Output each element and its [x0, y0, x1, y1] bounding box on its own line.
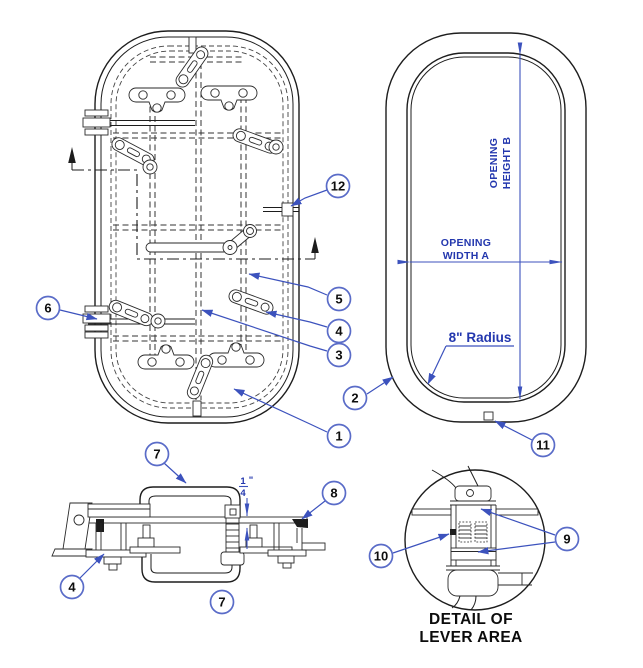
- callout-number: 6: [44, 301, 51, 316]
- callout-7: 7: [144, 441, 187, 484]
- retainer-pin: [263, 202, 299, 217]
- callout-3: 3: [201, 309, 352, 368]
- callout-leader-arrow-icon: [290, 189, 328, 207]
- callout-number: 2: [351, 391, 358, 406]
- callout-7: 7: [209, 589, 235, 615]
- callout-number: 11: [536, 438, 550, 453]
- radius-label: 8" Radius: [449, 330, 512, 345]
- door-front-view: [68, 30, 319, 424]
- mid-right-dog-bolt: [239, 524, 293, 554]
- callout-balloon: [326, 342, 352, 368]
- callout-balloon: [342, 385, 368, 411]
- section-arrow-icon: [311, 237, 319, 253]
- grab-handle-bottom: [141, 554, 241, 583]
- callout-balloon: [325, 173, 351, 199]
- callout-leader-arrow-icon: [301, 500, 326, 520]
- callout-leader-arrow-icon: [480, 508, 556, 536]
- callout-12: 12: [290, 173, 351, 207]
- operating-handle: [145, 224, 257, 255]
- opening-height-label: HEIGHT B: [501, 137, 513, 190]
- callout-1: 1: [233, 388, 352, 449]
- callout-balloon: [326, 423, 352, 449]
- callout-leader-arrow-icon: [477, 541, 556, 555]
- lever-springs: [450, 521, 488, 543]
- door-section-view: 1 4 ": [51, 475, 326, 583]
- section-arrow-icon: [68, 147, 76, 163]
- detail-caption: LEVER AREA: [419, 629, 522, 646]
- detail-circle: [404, 469, 546, 611]
- callout-leader-arrow-icon: [233, 388, 328, 433]
- callout-balloon: [35, 295, 61, 321]
- section-cut-line: [68, 147, 319, 260]
- gap-numerator: 1: [240, 476, 246, 487]
- callout-6: 6: [35, 295, 98, 321]
- callout-number: 7: [218, 595, 225, 610]
- detail-caption: DETAIL OF: [429, 611, 513, 628]
- callout-balloon: [144, 441, 170, 467]
- center-lever-shaft: [220, 504, 245, 566]
- callout-leader-arrow-icon: [265, 310, 328, 328]
- callout-2: 2: [342, 376, 394, 411]
- hinge-lug-section: [51, 502, 151, 557]
- callout-leader-arrow-icon: [494, 420, 533, 441]
- callout-4: 4: [265, 310, 352, 344]
- callout-number: 8: [330, 486, 337, 501]
- callout-5: 5: [248, 272, 352, 312]
- callout-number: 5: [335, 292, 342, 307]
- callout-leader-arrow-icon: [163, 462, 187, 484]
- callout-10: 10: [368, 533, 450, 569]
- grab-handle-top: [139, 486, 241, 517]
- callout-leader-arrow-icon: [392, 533, 450, 554]
- callout-number: 12: [331, 179, 345, 194]
- mid-left-dog-bolt: [129, 524, 181, 554]
- callout-leader-arrow-icon: [366, 376, 394, 395]
- stiffener-dashed-lines: [113, 56, 282, 400]
- callout-number: 1: [335, 429, 342, 444]
- callout-balloon: [554, 526, 580, 552]
- gasket-knife-edge: [267, 519, 326, 569]
- callout-balloon: [59, 574, 85, 600]
- opening-width-dimension: OPENING WIDTH A: [397, 237, 563, 265]
- callout-balloon: [209, 589, 235, 615]
- dog-levers: [106, 36, 284, 417]
- drain-plug: [483, 411, 494, 421]
- callout-balloon: [321, 480, 347, 506]
- callout-11: 11: [494, 420, 556, 458]
- callout-number: 9: [563, 532, 570, 547]
- left-dog-bolt: [85, 523, 147, 571]
- opening-width-label: OPENING: [441, 237, 492, 249]
- opening-width-label: WIDTH A: [443, 250, 490, 262]
- frame-opening-view: OPENING HEIGHT B OPENING WIDTH A 8" Radi…: [385, 32, 587, 423]
- callout-9: 9: [477, 508, 580, 555]
- gap-denominator: 4: [240, 488, 246, 499]
- callout-balloon: [368, 543, 394, 569]
- radius-note: 8" Radius: [427, 330, 514, 385]
- hinge-top: [82, 109, 195, 136]
- opening-height-label: OPENING: [488, 138, 500, 189]
- callout-number: 4: [68, 580, 76, 595]
- callout-8: 8: [301, 480, 347, 520]
- callout-number: 7: [153, 447, 160, 462]
- gap-dimension: 1 4 ": [239, 475, 253, 549]
- callout-4: 4: [59, 553, 105, 600]
- gap-unit: ": [249, 475, 254, 486]
- gasket-dashed-line: [110, 45, 289, 409]
- callout-balloon: [326, 286, 352, 312]
- callout-balloon: [326, 318, 352, 344]
- spring-pin: [450, 529, 456, 535]
- lever-detail-view: DETAIL OF LEVER AREA: [404, 465, 546, 646]
- opening-height-dimension: OPENING HEIGHT B: [488, 42, 523, 400]
- callout-number: 10: [374, 549, 388, 564]
- callout-balloon: [530, 432, 556, 458]
- callout-leader-arrow-icon: [201, 309, 328, 352]
- callout-leader-arrow-icon: [79, 553, 105, 579]
- callout-number: 3: [335, 348, 342, 363]
- callout-leader-arrow-icon: [248, 272, 328, 296]
- callout-leader-arrow-icon: [59, 309, 98, 321]
- callout-number: 4: [335, 324, 343, 339]
- door-plate-section: [85, 516, 308, 524]
